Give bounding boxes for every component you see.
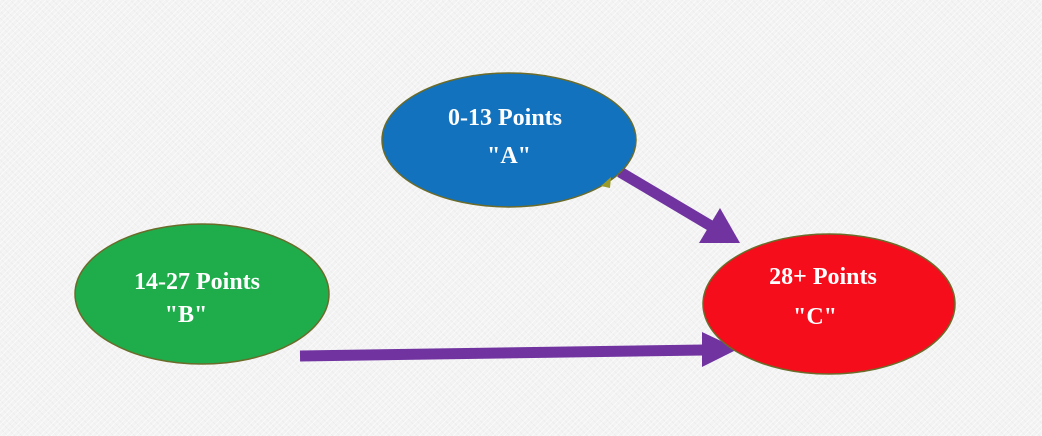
node-c-ellipse — [702, 233, 956, 375]
node-c-grade-label: "C" — [793, 304, 837, 330]
node-b-grade-label: "B" — [165, 302, 208, 328]
node-c: 28+ Points "C" — [702, 233, 956, 375]
arrow-b-to-c — [299, 332, 738, 367]
arrow-b-to-c-shaft — [299, 344, 705, 362]
arrow-a-to-c — [617, 167, 740, 243]
node-b-range-label: 14-27 Points — [134, 269, 260, 295]
node-a-connector-marker — [601, 177, 611, 188]
node-b-ellipse — [74, 223, 330, 365]
node-a: 0-13 Points "A" — [381, 72, 637, 208]
node-a-range-label: 0-13 Points — [448, 105, 562, 131]
arrow-a-to-c-head — [699, 208, 740, 243]
arrow-a-to-c-shaft — [617, 167, 714, 231]
node-a-ellipse — [381, 72, 637, 208]
node-c-range-label: 28+ Points — [769, 264, 877, 290]
node-a-grade-label: "A" — [487, 143, 531, 169]
node-b: 14-27 Points "B" — [74, 223, 330, 365]
arrow-b-to-c-head — [702, 332, 738, 367]
